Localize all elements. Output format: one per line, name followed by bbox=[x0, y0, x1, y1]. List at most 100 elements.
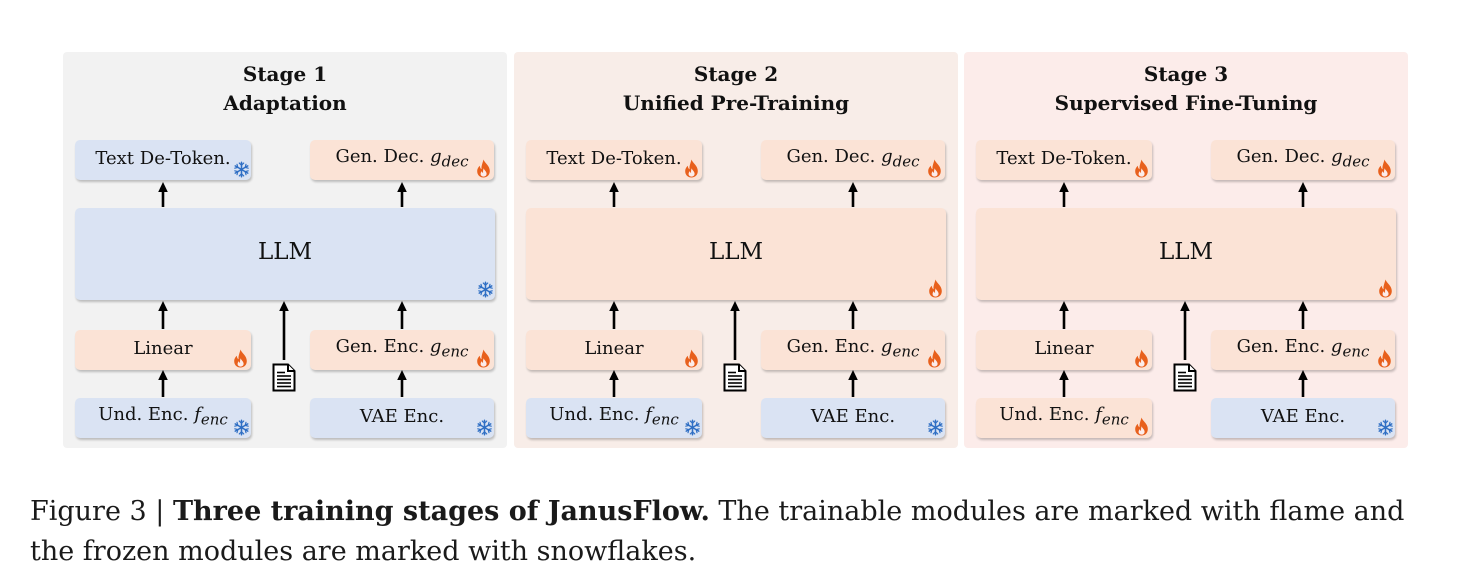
flame-icon bbox=[477, 349, 490, 368]
math-subscript: dec bbox=[892, 152, 920, 171]
module-name: Gen. Enc. bbox=[786, 335, 881, 357]
stage-name: Unified Pre-Training bbox=[622, 91, 850, 115]
math-subscript: enc bbox=[441, 342, 469, 361]
module-label: Und. Enc. fenc bbox=[549, 404, 679, 429]
llm-module: LLM bbox=[976, 208, 1396, 300]
text-input-arrow bbox=[730, 301, 740, 360]
flame-icon bbox=[928, 349, 941, 368]
up-arrow bbox=[848, 370, 858, 397]
math-subscript: enc bbox=[1342, 342, 1370, 361]
module-label: VAE Enc. bbox=[360, 406, 444, 427]
flame-icon bbox=[685, 349, 698, 368]
math-symbol: g bbox=[1330, 335, 1343, 357]
text-input-arrow bbox=[279, 301, 289, 360]
text-input-arrow bbox=[1180, 301, 1190, 360]
module-label: Text De-Token. bbox=[95, 148, 230, 169]
module-name: LLM bbox=[708, 239, 764, 265]
stage-number: Stage 3 bbox=[1143, 62, 1229, 86]
up-arrow bbox=[397, 370, 407, 397]
snowflake-icon bbox=[928, 419, 943, 436]
math-subscript: dec bbox=[1342, 152, 1370, 171]
up-arrow bbox=[1298, 182, 1308, 207]
up-arrow bbox=[609, 301, 619, 329]
module-label: Gen. Enc. genc bbox=[1237, 336, 1370, 361]
module-name: Linear bbox=[584, 337, 644, 359]
document-icon bbox=[723, 363, 747, 392]
module-label: Und. Enc. fenc bbox=[98, 404, 228, 429]
module-name: VAE Enc. bbox=[1260, 405, 1346, 427]
vae-enc-module: VAE Enc. bbox=[1211, 398, 1395, 438]
flame-icon bbox=[234, 349, 247, 368]
module-label: LLM bbox=[1159, 239, 1213, 265]
module-label: Und. Enc. fenc bbox=[999, 404, 1129, 429]
module-label: Linear bbox=[1034, 338, 1093, 359]
up-arrow bbox=[158, 182, 168, 207]
module-label: Gen. Dec. gdec bbox=[1236, 146, 1369, 171]
linear-module: Linear bbox=[75, 330, 251, 370]
module-name: Linear bbox=[133, 337, 193, 359]
math-symbol: f bbox=[645, 403, 652, 425]
module-name: VAE Enc. bbox=[359, 405, 445, 427]
math-symbol: f bbox=[1095, 403, 1102, 425]
snowflake-icon bbox=[1378, 419, 1393, 436]
up-arrow bbox=[1059, 301, 1069, 329]
module-name: LLM bbox=[1158, 239, 1214, 265]
math-symbol: g bbox=[881, 145, 893, 167]
module-name: Text De-Token. bbox=[95, 147, 231, 169]
und-enc-module: Und. Enc. fenc bbox=[526, 398, 702, 438]
math-symbol: f bbox=[194, 403, 201, 425]
document-icon bbox=[1173, 363, 1197, 392]
math-symbol: g bbox=[880, 335, 893, 357]
module-label: VAE Enc. bbox=[811, 406, 895, 427]
snowflake-icon bbox=[685, 419, 700, 436]
caption-bold: Three training stages of JanusFlow. bbox=[172, 496, 710, 527]
math-subscript: enc bbox=[892, 342, 920, 361]
module-label: Gen. Enc. genc bbox=[787, 336, 920, 361]
document-icon bbox=[272, 363, 296, 392]
caption-prefix: Figure 3 | bbox=[30, 496, 173, 527]
llm-module: LLM bbox=[526, 208, 946, 300]
stage-number: Stage 2 bbox=[693, 62, 779, 86]
module-label: Linear bbox=[133, 338, 192, 359]
flame-icon bbox=[1135, 349, 1148, 368]
flame-icon bbox=[1135, 159, 1148, 178]
flame-icon bbox=[929, 279, 942, 298]
flame-icon bbox=[685, 159, 698, 178]
linear-module: Linear bbox=[526, 330, 702, 370]
vae-enc-module: VAE Enc. bbox=[761, 398, 945, 438]
module-name: Und. Enc. bbox=[999, 403, 1096, 425]
module-name: Gen. Enc. bbox=[1236, 335, 1331, 357]
linear-module: Linear bbox=[976, 330, 1152, 370]
up-arrow bbox=[609, 182, 619, 207]
up-arrow bbox=[848, 301, 858, 329]
module-label: LLM bbox=[709, 239, 763, 265]
stage-name: Supervised Fine-Tuning bbox=[1054, 91, 1318, 115]
snowflake-icon bbox=[234, 161, 249, 178]
up-arrow bbox=[397, 301, 407, 329]
gen-dec-module: Gen. Dec. gdec bbox=[761, 140, 945, 180]
llm-module: LLM bbox=[75, 208, 495, 300]
module-name: Gen. Enc. bbox=[335, 335, 430, 357]
gen-dec-module: Gen. Dec. gdec bbox=[310, 140, 494, 180]
flame-icon bbox=[477, 159, 490, 178]
module-name: LLM bbox=[257, 239, 313, 265]
stage-number: Stage 1 bbox=[242, 62, 328, 86]
math-subscript: enc bbox=[1101, 410, 1129, 429]
module-name: VAE Enc. bbox=[810, 405, 896, 427]
module-label: LLM bbox=[258, 239, 312, 265]
flame-icon bbox=[1378, 349, 1391, 368]
vae-enc-module: VAE Enc. bbox=[310, 398, 494, 438]
up-arrow bbox=[158, 370, 168, 397]
up-arrow bbox=[397, 182, 407, 207]
text-detoken-module: Text De-Token. bbox=[976, 140, 1152, 180]
module-label: Gen. Dec. gdec bbox=[335, 146, 468, 171]
gen-dec-module: Gen. Dec. gdec bbox=[1211, 140, 1395, 180]
figure-caption: Figure 3 | Three training stages of Janu… bbox=[30, 492, 1450, 572]
und-enc-module: Und. Enc. fenc bbox=[976, 398, 1152, 438]
module-label: Text De-Token. bbox=[996, 148, 1131, 169]
module-name: Gen. Dec. bbox=[335, 145, 431, 167]
module-label: Gen. Enc. genc bbox=[336, 336, 469, 361]
up-arrow bbox=[1059, 370, 1069, 397]
und-enc-module: Und. Enc. fenc bbox=[75, 398, 251, 438]
gen-enc-module: Gen. Enc. genc bbox=[761, 330, 945, 370]
